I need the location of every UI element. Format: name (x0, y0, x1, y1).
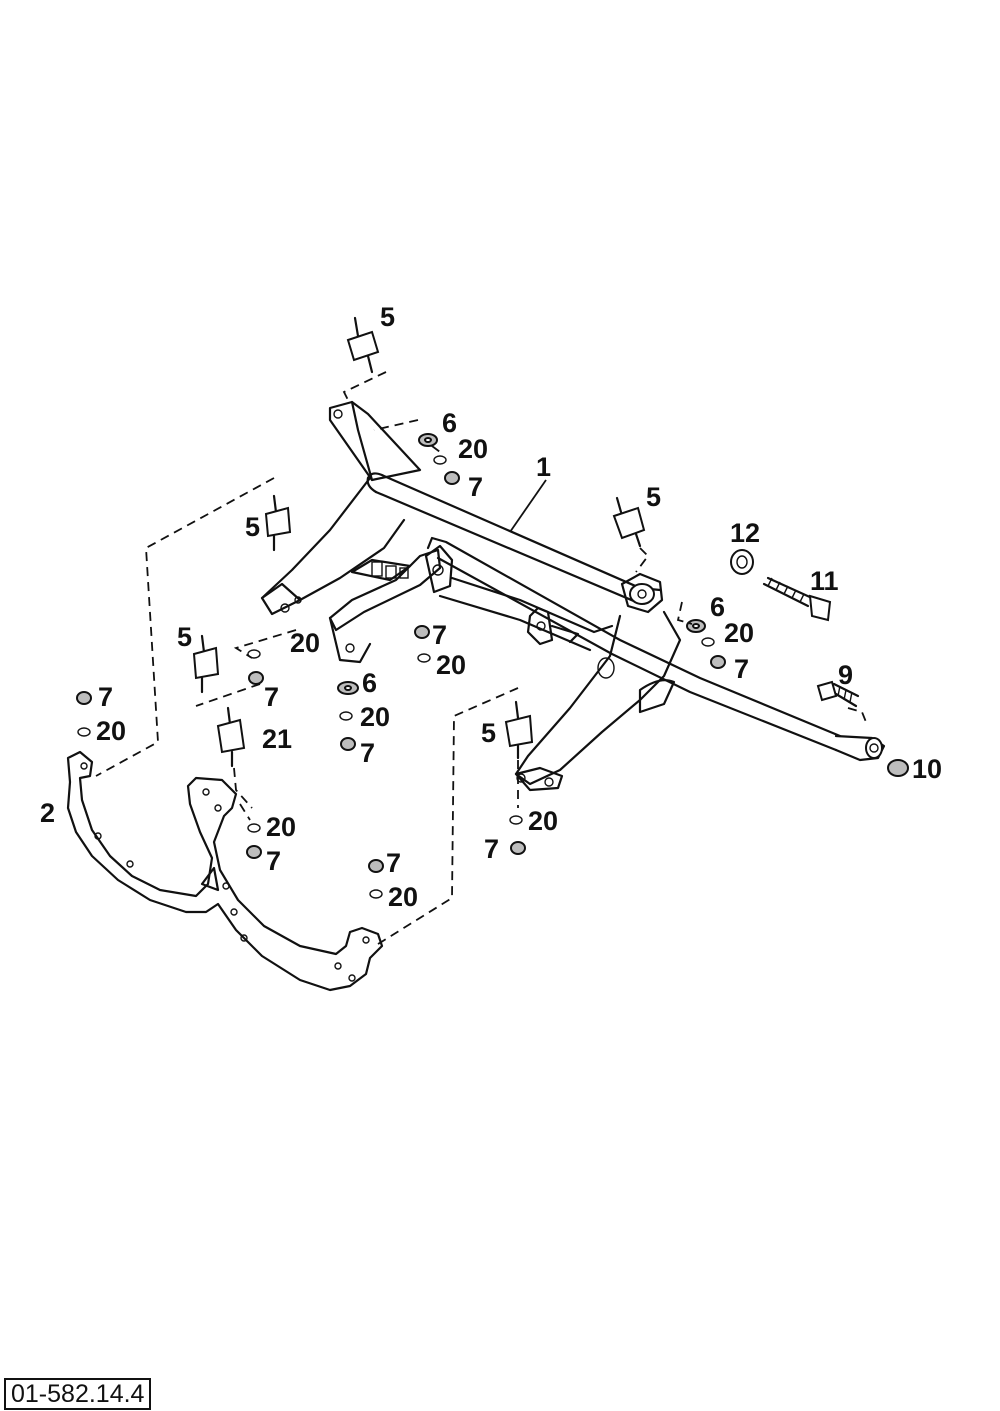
callout-21: 21 (262, 724, 292, 754)
drawing-number-label: 01-582.14.4 (4, 1378, 152, 1410)
rubber-mount-icon (264, 494, 292, 552)
callout-7: 7 (266, 846, 281, 876)
callout-20: 20 (724, 618, 754, 648)
callout-7: 7 (360, 738, 375, 768)
callout-5: 5 (646, 482, 661, 512)
callout-5: 5 (177, 622, 192, 652)
callout-7: 7 (386, 848, 401, 878)
callout-7: 7 (484, 834, 499, 864)
rubber-mount-part-21-icon (216, 706, 246, 768)
callout-5: 5 (245, 512, 260, 542)
callout-7: 7 (432, 620, 447, 650)
hardware-washers-nuts (76, 433, 909, 899)
callout-12: 12 (730, 518, 760, 548)
callout-20: 20 (436, 650, 466, 680)
callout-6: 6 (362, 668, 377, 698)
callout-6: 6 (442, 408, 457, 438)
callout-20: 20 (96, 716, 126, 746)
callout-1: 1 (536, 452, 551, 482)
callout-20: 20 (458, 434, 488, 464)
callout-7: 7 (264, 682, 279, 712)
main-frame-part-1 (260, 400, 886, 792)
callout-20: 20 (290, 628, 320, 658)
callout-20: 20 (266, 812, 296, 842)
bolt-part-11-icon (762, 576, 832, 622)
callout-10: 10 (912, 754, 942, 784)
callout-20: 20 (360, 702, 390, 732)
callout-20: 20 (388, 882, 418, 912)
rubber-mount-icon (192, 634, 220, 694)
callout-5: 5 (481, 718, 496, 748)
assembly-dashed-lines (95, 371, 867, 945)
rubber-mount-icon (504, 700, 534, 760)
bolt-part-9-icon (816, 680, 860, 708)
callout-20: 20 (528, 806, 558, 836)
rubber-mount-icon (346, 316, 380, 374)
callout-11: 11 (810, 566, 839, 596)
callout-7: 7 (468, 472, 483, 502)
callout-labels: 1 2 5 5 5 5 5 6 6 6 20 20 20 20 20 20 20… (40, 302, 942, 912)
callout-7: 7 (98, 682, 113, 712)
callout-6: 6 (710, 592, 725, 622)
ring-bracket-part-2 (66, 750, 384, 992)
callout-5: 5 (380, 302, 395, 332)
callout-9: 9 (838, 660, 853, 690)
leader-lines (509, 479, 547, 533)
callout-7: 7 (734, 654, 749, 684)
rubber-mount-icon (612, 496, 646, 548)
callout-2: 2 (40, 798, 55, 828)
